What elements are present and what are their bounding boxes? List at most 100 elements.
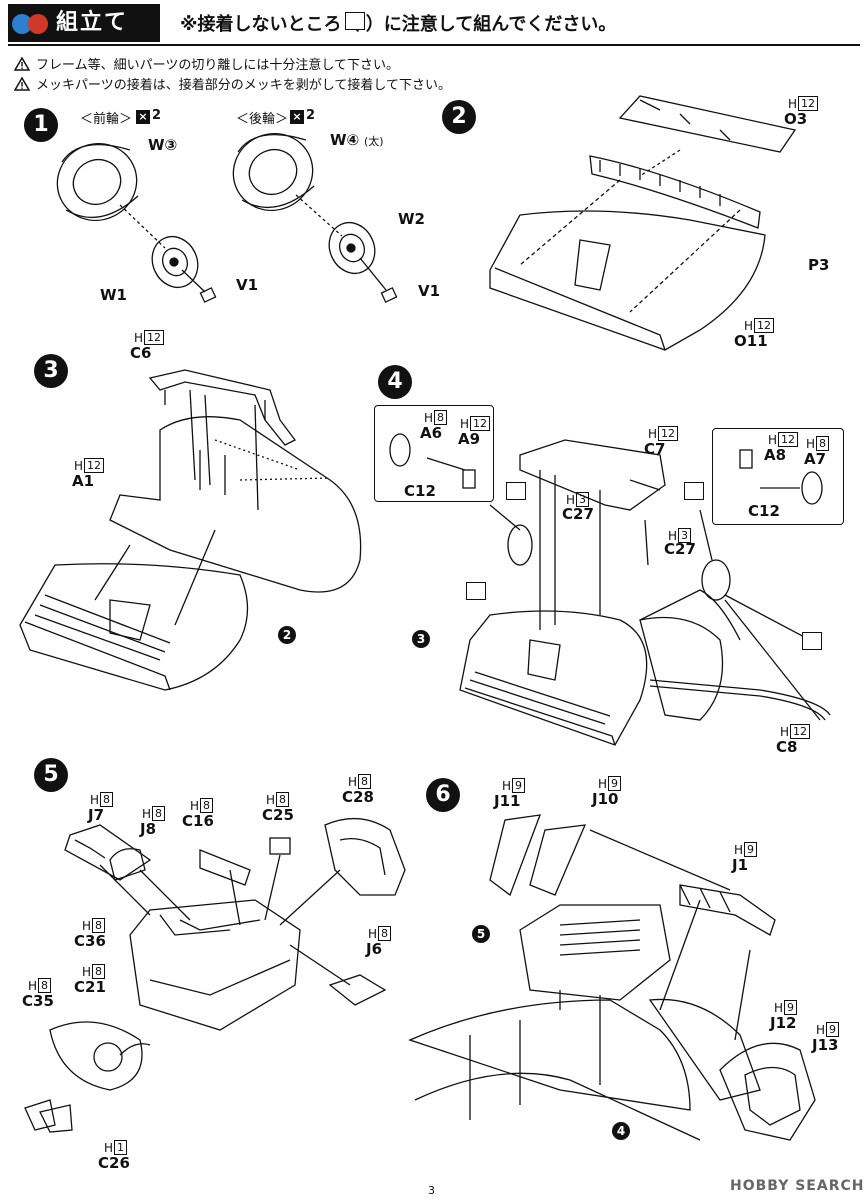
page-number: 3 — [428, 1184, 435, 1197]
part-o3: O3 — [784, 110, 808, 128]
part-a9: A9 — [458, 430, 481, 448]
step6-drawing — [408, 814, 816, 1141]
part-c7: C7 — [644, 440, 666, 458]
ref-step-4-badge: 4 — [612, 1122, 630, 1140]
part-w2: W2 — [398, 210, 425, 228]
ref-step-3-badge: 3 — [412, 630, 430, 648]
part-j8: J8 — [140, 820, 157, 838]
part-v1-rear: V1 — [418, 282, 441, 300]
step3-drawing — [19, 369, 362, 691]
no-glue-icon — [506, 482, 526, 500]
part-c27-left: C27 — [562, 505, 594, 523]
part-c21: C21 — [74, 978, 106, 996]
detail-callout-left — [374, 405, 494, 502]
part-j7: J7 — [88, 806, 105, 824]
part-a1: A1 — [72, 472, 95, 490]
part-w1: W1 — [100, 286, 127, 304]
part-w4-note: (太) — [364, 135, 384, 148]
part-j11: J11 — [494, 792, 521, 810]
ref-step-2-badge: 2 — [278, 626, 296, 644]
warning-icon — [14, 56, 30, 71]
part-j1: J1 — [732, 856, 749, 874]
page-header: 組立て ※接着しないところ（ ）に注意して組んでください。 — [0, 0, 868, 46]
warning-2: メッキパーツの接着は、接着部分のメッキを剥がして接着して下さい。 — [14, 74, 451, 93]
part-c27-right: C27 — [664, 540, 696, 558]
part-c26: C26 — [98, 1154, 130, 1172]
ref-step-5-badge: 5 — [472, 925, 490, 943]
warning-1: フレーム等、細いパーツの切り離しには十分注意して下さい。 — [14, 54, 399, 73]
part-j12: J12 — [770, 1014, 797, 1032]
part-c35: C35 — [22, 992, 54, 1010]
front-wheel-drawing — [56, 142, 217, 303]
header-divider — [8, 44, 860, 46]
warning-text-2: メッキパーツの接着は、接着部分のメッキを剥がして接着して下さい。 — [36, 78, 451, 93]
qty-rear: 2 — [306, 108, 316, 123]
step-6-badge: 6 — [426, 778, 460, 812]
part-j10: J10 — [592, 790, 619, 808]
part-c12-right: C12 — [748, 502, 780, 520]
part-a8: A8 — [764, 446, 787, 464]
no-glue-icon — [802, 632, 822, 650]
part-w3: W③ — [148, 136, 178, 154]
hobby-logo-icon — [8, 4, 52, 42]
part-v1-front: V1 — [236, 276, 259, 294]
no-glue-icon — [466, 582, 486, 600]
part-c25: C25 — [262, 806, 294, 824]
part-a7: A7 — [804, 450, 827, 468]
qty-badge-front: × — [136, 110, 150, 124]
part-w4: W④ — [330, 131, 360, 149]
part-j13: J13 — [812, 1036, 839, 1054]
part-j6: J6 — [366, 940, 383, 958]
step-5-badge: 5 — [34, 758, 68, 792]
warning-icon — [14, 76, 30, 91]
part-c6: C6 — [130, 344, 152, 362]
step-3-badge: 3 — [34, 354, 68, 388]
part-o11: O11 — [734, 332, 768, 350]
warning-text-1: フレーム等、細いパーツの切り離しには十分注意して下さい。 — [36, 58, 399, 73]
step-1-badge: 1 — [24, 108, 58, 142]
qty-front: 2 — [152, 108, 162, 123]
rear-wheel-label: ＜後輪＞ — [236, 112, 289, 127]
part-c8: C8 — [776, 738, 798, 756]
watermark-text: HOBBY SEARCH — [730, 1178, 865, 1194]
header-note: ※接着しないところ（ ）に注意して組んでください。 — [180, 14, 617, 35]
part-p3: P3 — [808, 256, 830, 274]
hood-drawing — [489, 95, 797, 351]
step-4-badge: 4 — [378, 365, 412, 399]
qty-badge-rear: × — [290, 110, 304, 124]
part-c12-left: C12 — [404, 482, 436, 500]
step4-drawing — [389, 433, 831, 746]
step5-drawing — [24, 817, 406, 1133]
rear-wheel-drawing — [232, 132, 398, 303]
part-c28: C28 — [342, 788, 374, 806]
part-c16: C16 — [182, 812, 214, 830]
front-wheel-label: ＜前輪＞ — [80, 112, 133, 127]
